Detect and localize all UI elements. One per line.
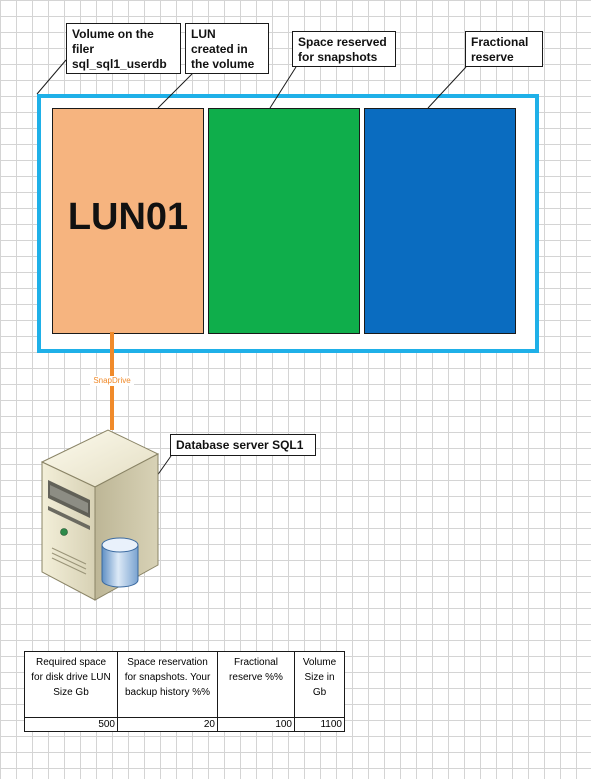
header-lun-size: Required space for disk drive LUN Size G… [24, 651, 118, 718]
server-tower-icon [40, 429, 160, 601]
snapshots-callout: Space reserved for snapshots [292, 31, 396, 67]
header-snapshot-reservation: Space reservation for snapshots. Your ba… [117, 651, 218, 718]
database-server-callout-text: Database server SQL1 [176, 438, 304, 452]
value-fractional-reserve: 100 [217, 717, 295, 732]
sizing-table-values-row: 500 20 100 1100 [24, 717, 345, 732]
header-fractional-reserve: Fractional reserve %% [217, 651, 295, 718]
fractional-callout-text: Fractional reserve [471, 35, 529, 64]
lun-callout: LUN created in the volume [185, 23, 269, 74]
snapdrive-label: SnapDrive [90, 376, 134, 386]
volume-callout-text: Volume on the filer sql_sql1_userdb [72, 27, 167, 71]
value-volume-size: 1100 [294, 717, 345, 732]
fractional-callout: Fractional reserve [465, 31, 543, 67]
database-cylinder-icon [101, 537, 139, 588]
fractional-reserve-block [364, 108, 516, 334]
sizing-table-header-row: Required space for disk drive LUN Size G… [24, 651, 345, 718]
database-server-callout: Database server SQL1 [170, 434, 316, 456]
lun-block [52, 108, 204, 334]
volume-callout-leader [36, 59, 67, 95]
database-callout-leader [139, 455, 172, 501]
lun-name: LUN01 [67, 196, 189, 238]
value-lun-size: 500 [24, 717, 118, 732]
snapshot-reserve-block [208, 108, 360, 334]
lun-callout-text: LUN created in the volume [191, 27, 255, 71]
snapshots-callout-text: Space reserved for snapshots [298, 35, 387, 64]
value-snapshot-reservation: 20 [117, 717, 218, 732]
header-volume-size: Volume Size in Gb [294, 651, 345, 718]
volume-callout: Volume on the filer sql_sql1_userdb [66, 23, 181, 74]
sizing-table: Required space for disk drive LUN Size G… [24, 651, 345, 732]
